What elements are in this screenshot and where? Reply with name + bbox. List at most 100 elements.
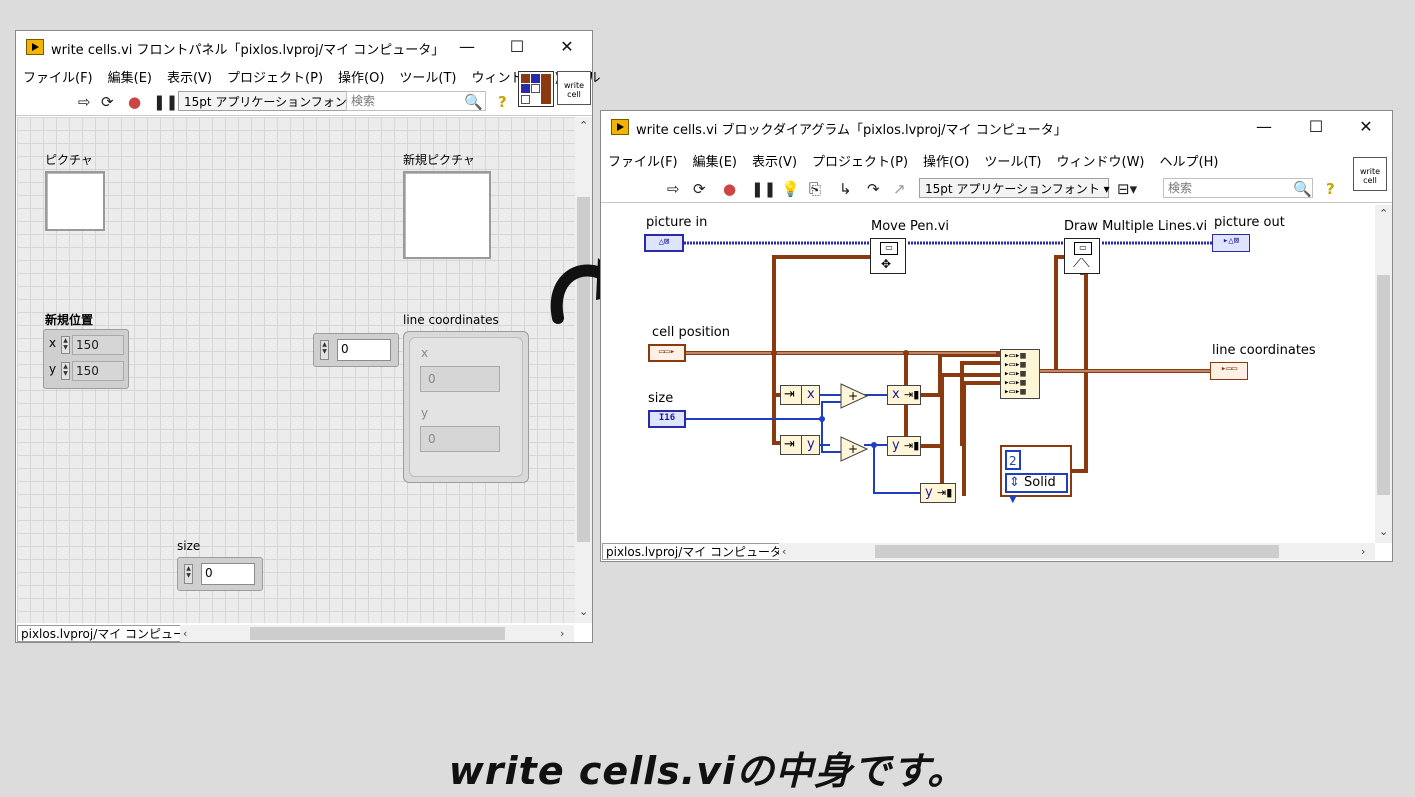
build-array-node[interactable]: ▸▭▸▦▸▭▸▦▸▭▸▦▸▭▸▦▸▭▸▦ bbox=[1000, 349, 1040, 399]
bd-run-continuously-icon[interactable]: ⟳ bbox=[693, 180, 706, 198]
bd-menu-operate[interactable]: 操作(O) bbox=[923, 155, 970, 170]
step-into-icon[interactable]: ↳ bbox=[839, 180, 852, 198]
bd-menu-window[interactable]: ウィンドウ(W) bbox=[1056, 155, 1145, 170]
bd-maximize-icon[interactable]: ☐ bbox=[1308, 117, 1324, 136]
move-pen-glyph: ▭ bbox=[880, 242, 898, 255]
cell-position-terminal[interactable]: ▭▭▸ bbox=[648, 344, 686, 362]
pause-icon[interactable]: ❚❚ bbox=[153, 93, 179, 111]
step-over-icon[interactable]: ↷ bbox=[867, 180, 880, 198]
picture-control[interactable] bbox=[45, 171, 105, 231]
bd-scroll-up-icon[interactable]: ⌃ bbox=[1379, 207, 1389, 220]
bd-menu-edit[interactable]: 編集(E) bbox=[692, 155, 737, 170]
bd-scroll-down-icon[interactable]: ⌄ bbox=[1379, 525, 1389, 538]
run-arrow-icon[interactable]: ⇨ bbox=[78, 93, 91, 111]
front-panel-titlebar: write cells.vi フロントパネル「pixlos.lvproj/マイ … bbox=[16, 31, 592, 63]
front-panel-vthumb[interactable] bbox=[577, 197, 590, 542]
front-panel-hthumb[interactable] bbox=[250, 627, 505, 640]
numeric-control[interactable]: ▲▼ 0 bbox=[313, 333, 399, 367]
size-field[interactable]: 0 bbox=[201, 563, 255, 585]
bd-hscrollbar[interactable]: ‹ › bbox=[779, 543, 1375, 560]
bd-font-select[interactable]: 15pt アプリケーションフォント ▾ bbox=[919, 178, 1110, 198]
picture-in-terminal[interactable]: △⊠ bbox=[644, 234, 684, 252]
y-spinner[interactable]: ▲▼ bbox=[61, 362, 70, 380]
picture-in-label: picture in bbox=[646, 215, 708, 230]
bd-minimize-icon[interactable]: — bbox=[1256, 117, 1272, 136]
bd-search-icon[interactable]: 🔍 bbox=[1293, 180, 1312, 198]
bd-search-placeholder: 検索 bbox=[1168, 181, 1193, 195]
bundle-x-node[interactable]: x ⇥▮ bbox=[887, 385, 921, 405]
move-pen-subvi[interactable]: ▭ ✥ bbox=[870, 238, 906, 274]
menu-file[interactable]: ファイル(F) bbox=[23, 71, 93, 86]
constant-enum-cluster[interactable]: 2 ⇕ Solid ▼ bbox=[1000, 445, 1072, 505]
maximize-icon[interactable]: ☐ bbox=[509, 37, 525, 56]
menu-project[interactable]: プロジェクト(P) bbox=[227, 71, 324, 86]
bd-menu-help[interactable]: ヘルプ(H) bbox=[1159, 155, 1219, 170]
const-2-field[interactable]: 2 bbox=[1005, 450, 1021, 470]
bundle-x-label: x bbox=[892, 387, 900, 402]
minimize-icon[interactable]: — bbox=[459, 37, 475, 56]
vi-icon[interactable]: write cell bbox=[557, 71, 591, 105]
step-out-icon[interactable]: ↗ bbox=[893, 180, 906, 198]
bd-vscrollbar[interactable]: ⌃ ⌄ bbox=[1375, 205, 1392, 543]
menu-operate[interactable]: 操作(O) bbox=[338, 71, 385, 86]
connector-pane[interactable] bbox=[518, 71, 554, 107]
draw-lines-zigzag: ⟋⟍ bbox=[1073, 256, 1090, 270]
scroll-up-icon[interactable]: ⌃ bbox=[579, 119, 589, 132]
bd-hthumb[interactable] bbox=[875, 545, 1279, 558]
help-icon[interactable]: ? bbox=[498, 93, 507, 111]
enum-solid[interactable]: ⇕ Solid ▼ bbox=[1005, 473, 1068, 505]
bd-pause-icon[interactable]: ❚❚ bbox=[751, 180, 777, 198]
add-node-x[interactable]: + bbox=[840, 383, 868, 409]
search-icon[interactable]: 🔍 bbox=[464, 93, 483, 111]
numeric-field[interactable]: 0 bbox=[337, 339, 391, 361]
size-spinner[interactable]: ▲▼ bbox=[184, 564, 193, 584]
scroll-right-icon[interactable]: › bbox=[560, 627, 565, 640]
bd-search-input[interactable]: 検索 bbox=[1163, 178, 1313, 198]
scroll-left-icon[interactable]: ‹ bbox=[183, 627, 188, 640]
front-panel-vscrollbar[interactable]: ⌃ ⌄ bbox=[575, 117, 592, 623]
menu-view[interactable]: 表示(V) bbox=[166, 71, 213, 86]
numeric-spinner[interactable]: ▲▼ bbox=[320, 340, 329, 360]
close-icon[interactable]: ✕ bbox=[560, 37, 574, 56]
unbundle-x-label: x bbox=[807, 387, 815, 402]
bd-menu-project[interactable]: プロジェクト(P) bbox=[812, 155, 909, 170]
font-select[interactable]: 15pt アプリケーションフォント ▸ bbox=[178, 91, 369, 111]
size-terminal[interactable]: I16 bbox=[648, 410, 686, 428]
highlight-execution-icon[interactable]: 💡 bbox=[781, 180, 800, 198]
abort-icon[interactable]: ● bbox=[128, 93, 142, 111]
picture-label: ピクチャ bbox=[45, 153, 93, 167]
size-control[interactable]: ▲▼ 0 bbox=[177, 557, 263, 591]
new-position-label: 新規位置 bbox=[45, 313, 94, 327]
retain-wire-values-icon[interactable]: ⎘ bbox=[809, 180, 822, 198]
bd-scroll-right-icon[interactable]: › bbox=[1361, 545, 1366, 558]
front-panel-hscrollbar[interactable]: ‹ › bbox=[180, 625, 574, 642]
align-objects-icon[interactable]: ⊟▾ bbox=[1117, 180, 1138, 198]
bd-scroll-left-icon[interactable]: ‹ bbox=[782, 545, 787, 558]
add-node-y[interactable]: + bbox=[840, 436, 868, 462]
bd-abort-icon[interactable]: ● bbox=[723, 180, 737, 198]
bd-vi-icon[interactable]: write cell bbox=[1353, 157, 1387, 191]
bd-menu-file[interactable]: ファイル(F) bbox=[608, 155, 678, 170]
move-pen-label: Move Pen.vi bbox=[871, 219, 950, 234]
bd-run-arrow-icon[interactable]: ⇨ bbox=[667, 180, 680, 198]
menu-tools[interactable]: ツール(T) bbox=[399, 71, 457, 86]
bd-vthumb[interactable] bbox=[1377, 275, 1390, 495]
bd-menu-view[interactable]: 表示(V) bbox=[751, 155, 798, 170]
new-position-cluster[interactable]: x ▲▼ 150 y ▲▼ 150 bbox=[43, 329, 129, 389]
bundle-y2-node[interactable]: y ⇥▮ bbox=[920, 483, 956, 503]
menu-edit[interactable]: 編集(E) bbox=[107, 71, 152, 86]
block-diagram-canvas[interactable]: picture in △⊠ Move Pen.vi ▭ ✥ Draw Multi… bbox=[602, 205, 1375, 543]
bd-help-icon[interactable]: ? bbox=[1326, 180, 1335, 198]
x-spinner[interactable]: ▲▼ bbox=[61, 336, 70, 354]
scroll-down-icon[interactable]: ⌄ bbox=[579, 605, 589, 618]
front-panel-canvas[interactable]: ピクチャ 新規ピクチャ 新規位置 x ▲▼ 150 y ▲▼ 150 ▲▼ 0 … bbox=[17, 117, 575, 623]
bd-close-icon[interactable]: ✕ bbox=[1359, 117, 1373, 136]
draw-lines-glyph: ▭ bbox=[1074, 242, 1092, 255]
bd-menu-tools[interactable]: ツール(T) bbox=[984, 155, 1042, 170]
search-input[interactable]: 検索 bbox=[346, 91, 486, 111]
unbundle-x-node[interactable]: ⇥ x bbox=[780, 385, 820, 405]
bundle-y-node[interactable]: y ⇥▮ bbox=[887, 436, 921, 456]
draw-multiple-lines-subvi[interactable]: ▭ ⟋⟍ bbox=[1064, 238, 1100, 274]
run-continuously-icon[interactable]: ⟳ bbox=[101, 93, 114, 111]
unbundle-y-node[interactable]: ⇥ y bbox=[780, 435, 820, 455]
